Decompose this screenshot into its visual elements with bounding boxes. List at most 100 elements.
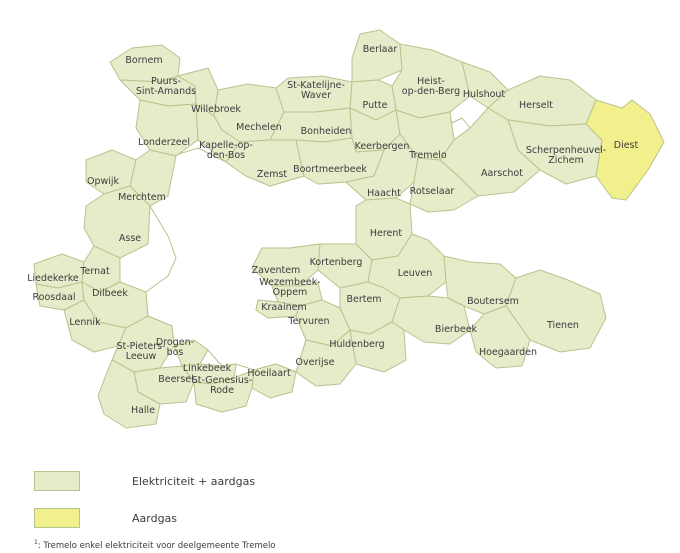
label-line-hoegaarden-0: Hoegaarden: [479, 347, 537, 358]
label-willebroek: Willebroek: [191, 104, 241, 115]
label-line-londerzeel-0: Londerzeel: [138, 137, 190, 148]
label-herent: Herent: [370, 228, 403, 239]
label-line-willebroek-0: Willebroek: [191, 104, 241, 115]
label-mechelen: Mechelen: [236, 122, 282, 133]
label-herselt: Herselt: [519, 100, 553, 111]
label-line-herselt-0: Herselt: [519, 100, 553, 111]
label-aarschot: Aarschot: [481, 168, 523, 179]
label-kapelle-op-den-bos: Kapelle-op-den-Bos: [199, 140, 253, 161]
label-line-scherpenheuvel-zichem-1: Zichem: [548, 155, 584, 166]
legend-item-aardgas: Aardgas: [34, 507, 177, 529]
municipality-asse: [83, 185, 151, 259]
label-line-puurs-sint-amands-1: Sint-Amands: [136, 86, 196, 97]
label-line-diest-0: Diest: [614, 140, 639, 151]
label-scherpenheuvel-zichem: Scherpenheuvel-Zichem: [526, 145, 606, 166]
footnote-marker: 1: [34, 539, 38, 546]
label-halle: Halle: [131, 405, 155, 416]
municipality-huldenberg: [349, 321, 407, 373]
legend-label-aardgas: Aardgas: [132, 511, 178, 525]
label-zemst: Zemst: [257, 169, 288, 180]
label-line-heist-op-den-berg-1: op-den-Berg: [402, 86, 460, 97]
label-line-kortenberg-0: Kortenberg: [310, 257, 363, 268]
label-boortmeerbeek: Boortmeerbeek: [293, 164, 367, 175]
label-line-sint-genesius-rode-0: St-Genesius-: [192, 375, 253, 386]
label-line-merchtem-0: Merchtem: [118, 192, 166, 203]
legend-swatch-aardgas: [34, 508, 80, 528]
label-line-puurs-sint-amands-0: Puurs-: [151, 76, 181, 87]
label-line-sint-pieters-leeuw-0: St-Pieters-: [116, 341, 165, 352]
label-sint-pieters-leeuw: St-Pieters-Leeuw: [116, 341, 165, 362]
label-heist-op-den-berg: Heist-op-den-Berg: [402, 76, 460, 97]
municipality-map: BornemPuurs-Sint-AmandsWillebroekMechele…: [27, 29, 665, 429]
label-merchtem: Merchtem: [118, 192, 166, 203]
label-hoeilaart: Hoeilaart: [247, 368, 291, 379]
label-line-heist-op-den-berg-0: Heist-: [417, 76, 445, 87]
label-line-rotselaar-0: Rotselaar: [410, 186, 455, 197]
label-line-zaventem-0: Zaventem: [252, 265, 301, 276]
label-line-hulshout-0: Hulshout: [463, 89, 506, 100]
label-line-scherpenheuvel-zichem-0: Scherpenheuvel-: [526, 145, 606, 156]
label-londerzeel: Londerzeel: [138, 137, 190, 148]
map-labels: BornemPuurs-Sint-AmandsWillebroekMechele…: [27, 44, 638, 416]
label-huldenberg: Huldenberg: [329, 339, 384, 350]
label-sint-katelijne-waver: St-Katelijne-Waver: [287, 80, 345, 101]
legend-item-elektriciteit-aardgas: Elektriciteit + aardgas: [34, 470, 255, 492]
label-line-opwijk-0: Opwijk: [87, 176, 120, 187]
label-lennik: Lennik: [69, 317, 101, 328]
label-line-hoeilaart-0: Hoeilaart: [247, 368, 291, 379]
label-sint-genesius-rode: St-Genesius-Rode: [192, 375, 253, 396]
legend-label-elektriciteit-aardgas: Elektriciteit + aardgas: [132, 474, 256, 488]
label-line-tremelo-0: Tremelo: [408, 150, 447, 161]
label-roosdaal: Roosdaal: [32, 292, 75, 303]
label-line-bornem-0: Bornem: [125, 55, 162, 66]
label-line-zemst-0: Zemst: [257, 169, 288, 180]
label-line-boutersem-0: Boutersem: [467, 296, 519, 307]
label-ternat: Ternat: [79, 266, 110, 277]
label-line-drogenbos-0: Drogen-: [156, 337, 194, 348]
label-line-bierbeek-0: Bierbeek: [435, 324, 478, 335]
label-line-overijse-0: Overijse: [296, 357, 335, 368]
label-kortenberg: Kortenberg: [310, 257, 363, 268]
label-leuven: Leuven: [398, 268, 432, 279]
label-liedekerke: Liedekerke: [27, 273, 79, 284]
label-line-wezembeek-oppem-1: Oppem: [273, 287, 308, 298]
label-boutersem: Boutersem: [467, 296, 519, 307]
label-diest: Diest: [614, 140, 639, 151]
label-linkebeek: Linkebeek: [183, 363, 232, 374]
label-bonheiden: Bonheiden: [301, 126, 352, 137]
label-line-roosdaal-0: Roosdaal: [32, 292, 75, 303]
label-line-huldenberg-0: Huldenberg: [329, 339, 384, 350]
label-line-keerbergen-0: Keerbergen: [355, 141, 410, 152]
municipality-sint-genesius-rode: [193, 369, 255, 413]
municipality-berlaar: [351, 29, 403, 83]
label-line-sint-pieters-leeuw-1: Leeuw: [126, 351, 157, 362]
label-line-berlaar-0: Berlaar: [363, 44, 398, 55]
label-beersel: Beersel: [158, 374, 194, 385]
label-line-kraainem-0: Kraainem: [261, 302, 307, 313]
label-line-boortmeerbeek-0: Boortmeerbeek: [293, 164, 367, 175]
label-overijse: Overijse: [296, 357, 335, 368]
label-line-asse-0: Asse: [119, 233, 141, 244]
municipality-diest: [585, 99, 665, 201]
label-line-kapelle-op-den-bos-0: Kapelle-op-: [199, 140, 253, 151]
label-line-mechelen-0: Mechelen: [236, 122, 282, 133]
label-line-bertem-0: Bertem: [346, 294, 381, 305]
label-wezembeek-oppem: Wezembeek-Oppem: [259, 277, 320, 298]
label-line-kapelle-op-den-bos-1: den-Bos: [207, 150, 245, 161]
label-berlaar: Berlaar: [363, 44, 398, 55]
label-dilbeek: Dilbeek: [92, 288, 128, 299]
label-keerbergen: Keerbergen: [355, 141, 410, 152]
label-bertem: Bertem: [346, 294, 381, 305]
label-hulshout: Hulshout: [463, 89, 506, 100]
label-line-leuven-0: Leuven: [398, 268, 432, 279]
label-line-herent-0: Herent: [370, 228, 403, 239]
label-line-aarschot-0: Aarschot: [481, 168, 523, 179]
label-haacht: Haacht: [367, 188, 401, 199]
label-line-tervuren-0: Tervuren: [287, 316, 329, 327]
municipality-halle: [97, 359, 161, 429]
label-tienen: Tienen: [546, 320, 579, 331]
label-line-sint-genesius-rode-1: Rode: [210, 385, 234, 396]
label-tervuren: Tervuren: [287, 316, 329, 327]
label-line-liedekerke-0: Liedekerke: [27, 273, 79, 284]
label-tremelo: Tremelo: [408, 150, 447, 161]
